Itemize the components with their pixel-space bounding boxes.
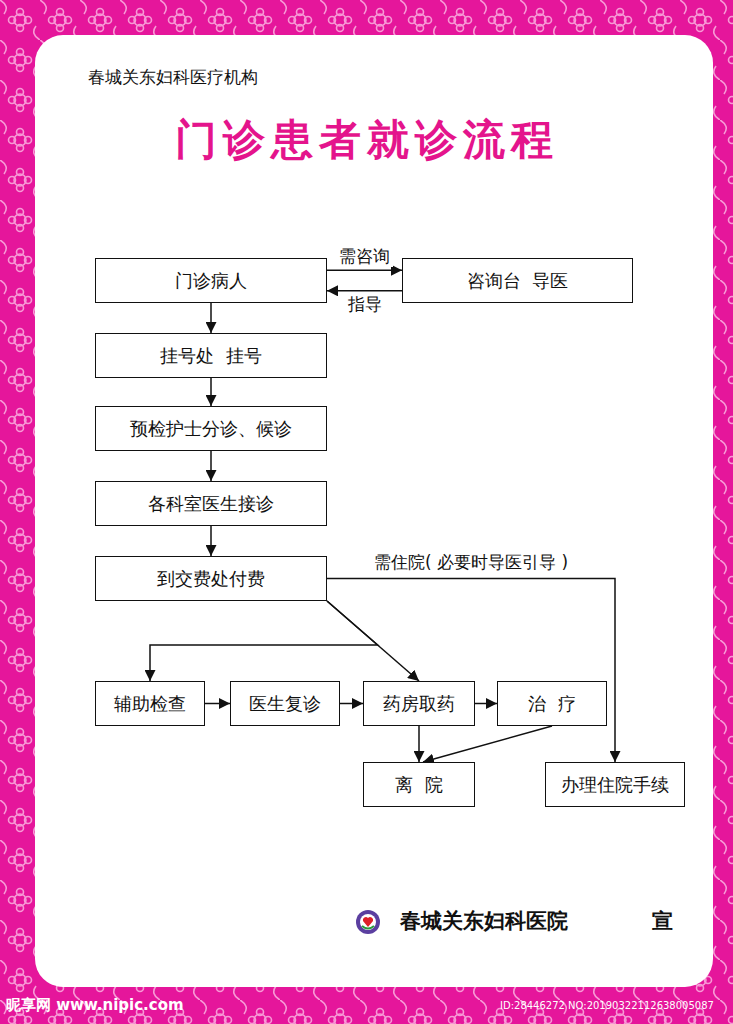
box-text: 辅助检查 — [114, 693, 186, 715]
flow-arrow — [210, 526, 212, 556]
process-box: 辅助检查 — [95, 681, 205, 726]
flow-arrow — [475, 703, 497, 705]
box-text: 医生复诊 — [249, 693, 321, 715]
flow-arrow — [210, 303, 212, 333]
box-text: 到交费处付费 — [157, 568, 265, 590]
process-box: 预检护士分诊、候诊 — [95, 406, 327, 451]
box-text: 药房取药 — [383, 693, 455, 715]
process-box: 挂号处 挂号 — [95, 333, 327, 378]
footer-hospital: 春城关东妇科医院 — [400, 907, 568, 935]
white-panel — [35, 35, 713, 987]
process-box: 各科室医生接诊 — [95, 481, 327, 526]
institution-name: 春城关东妇科医疗机构 — [88, 66, 258, 89]
watermark-id: ID:28446272 NO:20190322112638005087 — [500, 1000, 714, 1011]
flow-arrow — [205, 703, 230, 705]
process-box: 咨询台 导医 — [402, 258, 633, 303]
edge-label: 指导 — [345, 294, 385, 314]
flow-arrow — [423, 726, 552, 762]
box-text: 离 院 — [395, 774, 442, 796]
process-box: 治 疗 — [497, 681, 607, 726]
edge-label: 需住院( 必要时导医引导 ) — [371, 552, 571, 572]
hospital-logo — [356, 910, 380, 934]
process-box: 离 院 — [363, 762, 475, 807]
box-text: 门诊病人 — [175, 270, 247, 292]
process-box: 到交费处付费 — [95, 556, 327, 601]
box-text: 各科室医生接诊 — [148, 493, 274, 515]
flow-arrow — [327, 290, 402, 292]
flow-arrow — [327, 269, 402, 271]
flow-arrow — [418, 726, 420, 762]
flow-arrow — [210, 451, 212, 481]
box-text: 治 疗 — [528, 693, 575, 715]
process-box: 医生复诊 — [230, 681, 340, 726]
box-text: 预检护士分诊、候诊 — [130, 418, 292, 440]
process-box: 门诊病人 — [95, 258, 327, 303]
flow-arrow — [150, 601, 378, 681]
flow-arrow — [327, 579, 615, 763]
process-box: 药房取药 — [363, 681, 475, 726]
process-box: 办理住院手续 — [545, 762, 685, 807]
footer-mark: 宣 — [652, 907, 673, 935]
box-text: 咨询台 导医 — [467, 270, 568, 292]
edge-label: 需咨询 — [336, 246, 393, 266]
flow-arrow — [210, 378, 212, 406]
flow-arrow — [340, 703, 363, 705]
box-text: 挂号处 挂号 — [160, 345, 261, 367]
watermark: 昵享网 www.nipic.com — [6, 996, 184, 1015]
title: 门诊患者就诊流程 — [0, 112, 733, 168]
box-text: 办理住院手续 — [561, 774, 669, 796]
